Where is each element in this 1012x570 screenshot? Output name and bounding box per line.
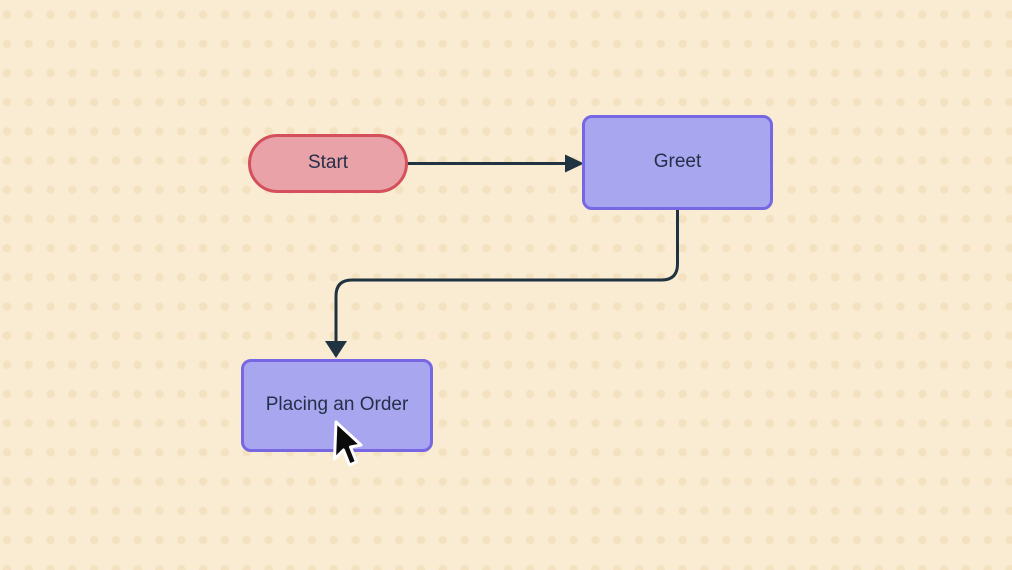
edge-greet-to-placing-order[interactable] — [325, 208, 679, 358]
node-greet-label: Greet — [653, 151, 702, 173]
node-start[interactable]: Start — [248, 134, 408, 193]
node-placing-order[interactable]: Placing an Order — [241, 359, 433, 452]
edge-start-to-greet[interactable] — [406, 154, 584, 173]
arrowhead-down-icon — [325, 341, 347, 358]
node-greet[interactable]: Greet — [582, 115, 773, 210]
node-placing-order-label: Placing an Order — [265, 394, 409, 416]
node-start-label: Start — [307, 152, 349, 174]
